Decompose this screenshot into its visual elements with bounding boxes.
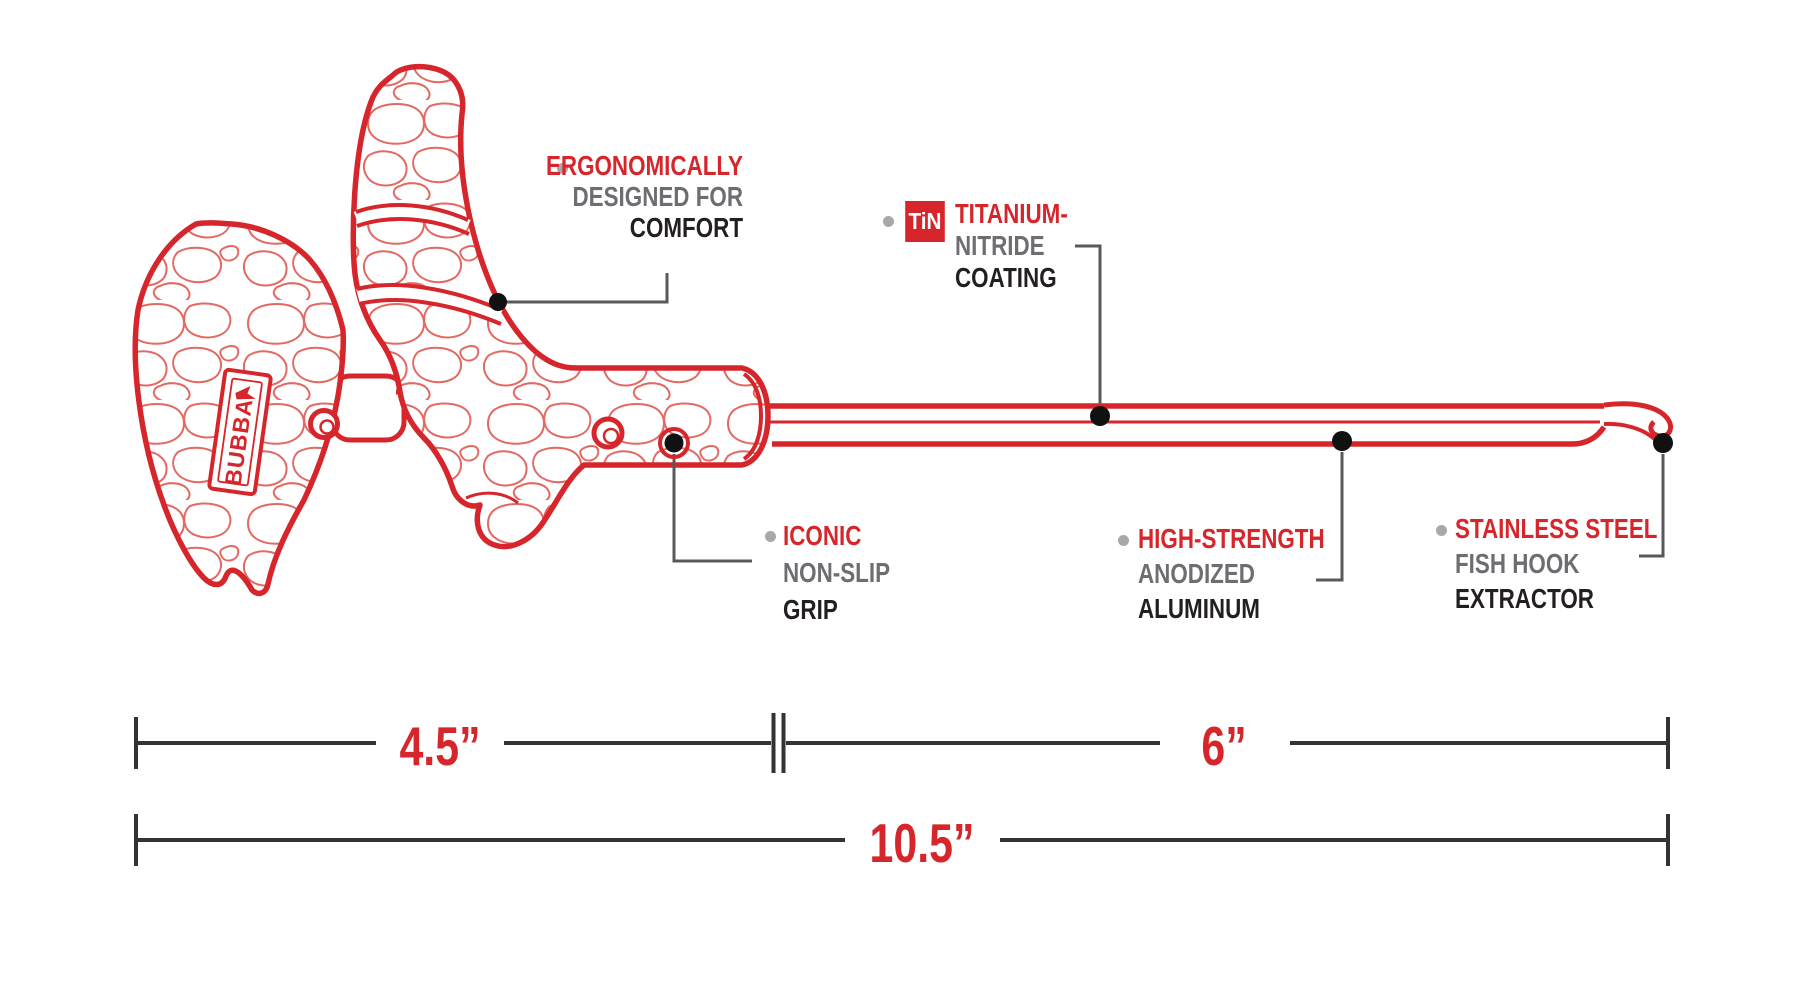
leader-grip (672, 454, 752, 563)
extractor-bullet-icon (1436, 525, 1447, 536)
marker-tin (1090, 406, 1110, 426)
dimension-label-handle: 4.5” (399, 715, 481, 777)
grip-band-lines (353, 203, 503, 326)
leader-tin (1075, 244, 1102, 404)
callout-ergonomic-line1: ERGONOMICALLY (545, 150, 743, 181)
callout-aluminum-line3: ALUMINUM (1138, 593, 1260, 624)
callout-tin-line3: COATING (955, 262, 1057, 293)
callout-tin: TITANIUM- NITRIDE COATING (955, 198, 1096, 294)
callout-grip-line3: GRIP (783, 594, 838, 625)
callout-extractor-line3: EXTRACTOR (1455, 583, 1594, 614)
leader-extractor (1639, 454, 1665, 558)
callout-grip: ICONIC NON-SLIP GRIP (783, 517, 917, 628)
body-eyelet (591, 416, 625, 450)
float-grip-eyelet (308, 408, 340, 440)
marker-ergonomic (489, 293, 507, 311)
grip-bullet-icon (765, 531, 776, 542)
callout-aluminum: HIGH-STRENGTH ANODIZED ALUMINUM (1138, 521, 1371, 626)
marker-dots (489, 293, 1673, 459)
callout-tin-line2: NITRIDE (955, 230, 1045, 261)
callout-grip-line1: ICONIC (783, 520, 862, 551)
marker-grip (664, 433, 684, 453)
marker-aluminum (1332, 431, 1352, 451)
aluminum-bullet-icon (1118, 535, 1129, 546)
callout-ergonomic-line2: DESIGNED FOR (572, 181, 743, 212)
callout-tin-line1: TITANIUM- (955, 198, 1068, 229)
callout-ergonomic: ERGONOMICALLY DESIGNED FOR COMFORT (413, 150, 743, 243)
tin-badge: TiN (905, 201, 945, 242)
leader-lines (505, 244, 1665, 582)
dimension-label-overall: 10.5” (869, 812, 975, 874)
shaft (766, 401, 1673, 448)
leader-aluminum (1316, 452, 1344, 582)
callout-extractor-line1: STAINLESS STEEL (1455, 513, 1658, 544)
dimension-lines (134, 713, 1670, 866)
float-grip-handle: BUBBA (132, 220, 466, 597)
callout-extractor-line2: FISH HOOK (1455, 548, 1580, 579)
callout-grip-line2: NON-SLIP (783, 557, 891, 588)
handle-body (350, 63, 771, 550)
tin-bullet-icon (883, 216, 894, 227)
marker-extractor (1653, 433, 1673, 453)
dimension-label-shaft: 6” (1201, 715, 1247, 777)
ergonomic-bullet-icon (557, 163, 568, 174)
brand-logo-plate: BUBBA (207, 367, 273, 497)
callout-aluminum-line1: HIGH-STRENGTH (1138, 523, 1325, 554)
callout-ergonomic-line3: COMFORT (629, 212, 743, 243)
callout-extractor: STAINLESS STEEL FISH HOOK EXTRACTOR (1455, 511, 1708, 616)
callout-aluminum-line2: ANODIZED (1138, 558, 1255, 589)
fish-logo-icon (235, 386, 256, 400)
leader-ergonomic (505, 273, 669, 304)
